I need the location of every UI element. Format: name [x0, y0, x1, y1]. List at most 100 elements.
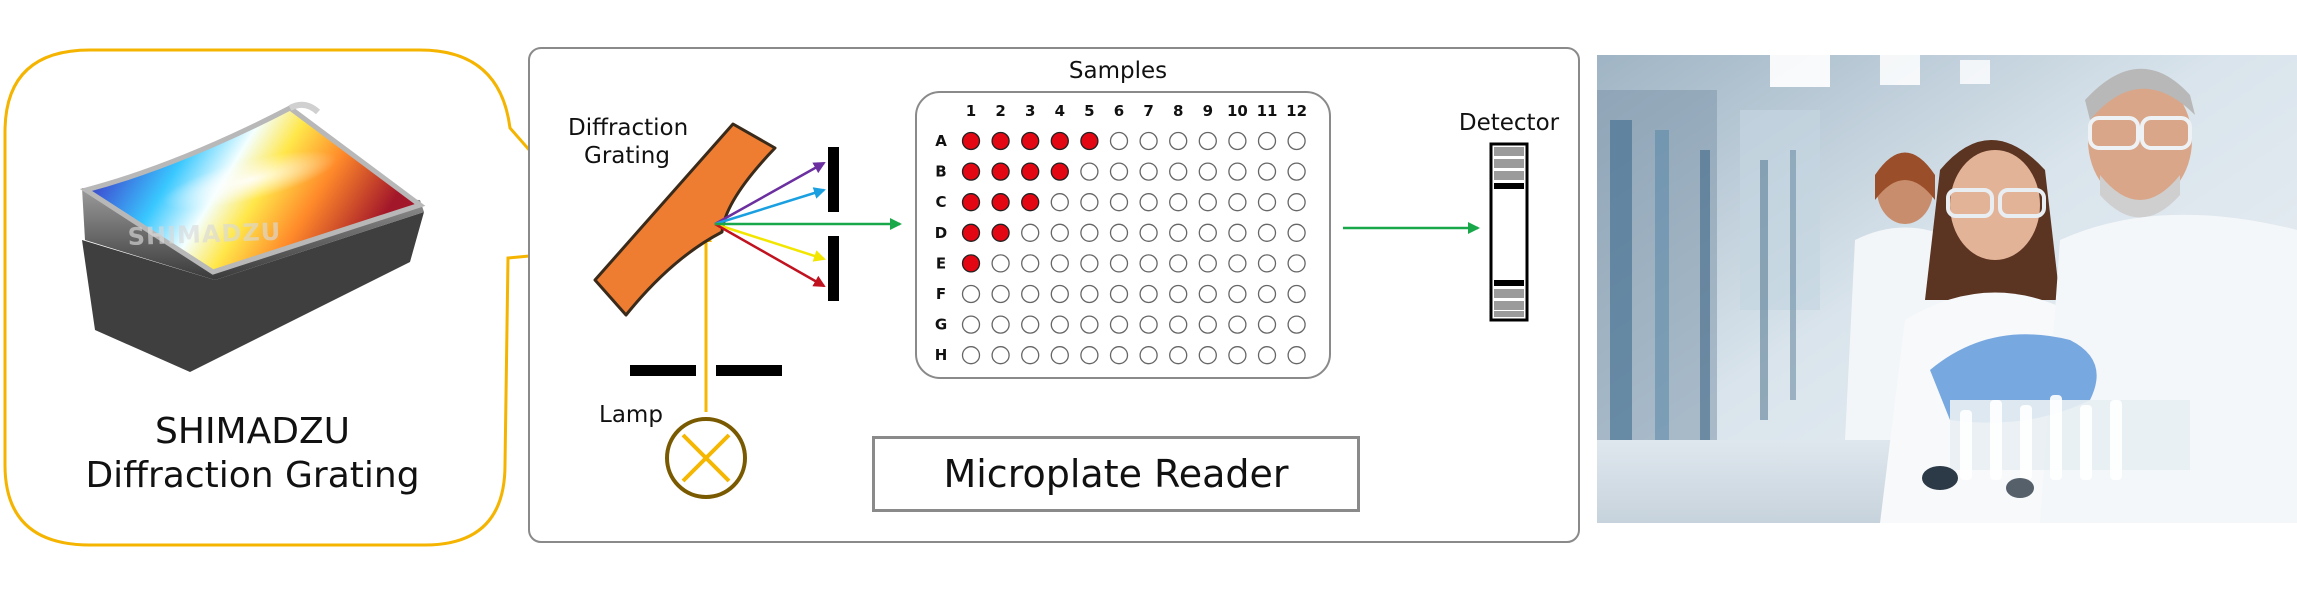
well-B5	[1080, 162, 1099, 181]
diffraction-label: Diffraction	[568, 115, 688, 141]
exit-slit-top	[828, 147, 839, 212]
well-E12	[1287, 254, 1306, 273]
well-C1	[961, 193, 981, 212]
well-C10	[1228, 193, 1247, 212]
well-H2	[991, 346, 1010, 365]
well-A2	[991, 131, 1010, 151]
well-D2	[991, 223, 1010, 242]
column-label-10: 10	[1227, 102, 1248, 120]
well-D5	[1080, 223, 1099, 242]
well-D7	[1139, 223, 1158, 242]
well-G11	[1257, 315, 1277, 334]
row-label-F: F	[936, 285, 946, 303]
entrance-slit-left	[630, 365, 696, 376]
well-A6	[1109, 131, 1129, 151]
well-B9	[1198, 162, 1217, 181]
well-C2	[991, 193, 1010, 212]
grating-photo: SHIMADZU	[79, 101, 426, 372]
well-A11	[1257, 131, 1277, 151]
well-E7	[1139, 254, 1158, 273]
well-E8	[1169, 254, 1188, 273]
well-F7	[1139, 284, 1158, 304]
well-C12	[1287, 193, 1306, 212]
well-B2	[991, 162, 1010, 181]
well-E2	[991, 254, 1010, 273]
well-C5	[1080, 193, 1099, 212]
row-label-H: H	[935, 346, 948, 364]
well-F5	[1080, 284, 1099, 304]
well-G7	[1139, 315, 1158, 334]
well-H12	[1287, 346, 1306, 365]
well-H11	[1257, 346, 1277, 365]
laboratory-photo	[1597, 55, 2297, 523]
well-B4	[1050, 162, 1069, 181]
well-E10	[1228, 254, 1247, 273]
well-F6	[1109, 284, 1129, 304]
row-label-G: G	[935, 316, 947, 334]
grating-caption: SHIMADZU Diffraction Grating	[20, 410, 485, 498]
well-F11	[1257, 284, 1277, 304]
well-H3	[1021, 346, 1040, 365]
well-D11	[1257, 223, 1277, 242]
well-B3	[1021, 162, 1040, 181]
row-label-A: A	[935, 132, 947, 150]
well-B7	[1139, 162, 1158, 181]
well-G10	[1228, 315, 1247, 334]
ray-red	[714, 222, 826, 288]
well-D1	[961, 223, 981, 242]
row-label-C: C	[935, 193, 946, 211]
well-H4	[1050, 346, 1069, 365]
well-C4	[1050, 193, 1069, 212]
well-D12	[1287, 223, 1306, 242]
well-F3	[1021, 284, 1040, 304]
well-D3	[1021, 223, 1040, 242]
ray-yellow	[714, 222, 826, 262]
well-G2	[991, 315, 1010, 334]
well-E5	[1080, 254, 1099, 273]
column-label-6: 6	[1114, 102, 1124, 120]
well-C7	[1139, 193, 1158, 212]
column-label-12: 12	[1286, 102, 1307, 120]
well-A9	[1198, 131, 1217, 151]
well-B8	[1169, 162, 1188, 181]
well-A7	[1139, 131, 1158, 151]
grating-caption-line1: SHIMADZU	[155, 411, 350, 452]
well-A8	[1169, 131, 1188, 151]
row-label-D: D	[935, 224, 947, 242]
column-label-4: 4	[1055, 102, 1065, 120]
well-C11	[1257, 193, 1277, 212]
grating-brand-text: SHIMADZU	[127, 218, 281, 251]
well-H10	[1228, 346, 1247, 365]
well-A10	[1228, 131, 1247, 151]
well-F10	[1228, 284, 1247, 304]
microplate-reader-text: Microplate Reader	[943, 452, 1289, 496]
grating-label: Grating	[584, 143, 670, 169]
microplate-reader-label: Microplate Reader	[872, 436, 1360, 512]
well-C9	[1198, 193, 1217, 212]
well-H7	[1139, 346, 1158, 365]
well-G1	[961, 315, 981, 334]
well-C8	[1169, 193, 1188, 212]
column-label-3: 3	[1025, 102, 1035, 120]
well-G8	[1169, 315, 1188, 334]
well-B10	[1228, 162, 1247, 181]
well-C3	[1021, 193, 1040, 212]
well-G9	[1198, 315, 1217, 334]
detector-icon	[1489, 142, 1529, 322]
grating-caption-line2: Diffraction Grating	[85, 455, 420, 496]
lamp-icon	[665, 417, 747, 499]
well-F12	[1287, 284, 1306, 304]
well-E6	[1109, 254, 1129, 273]
well-A4	[1050, 131, 1069, 151]
well-A12	[1287, 131, 1306, 151]
detector-label: Detector	[1459, 110, 1560, 136]
row-label-E: E	[936, 254, 946, 272]
column-label-5: 5	[1084, 102, 1094, 120]
well-A1	[961, 131, 981, 151]
well-H1	[961, 346, 981, 365]
lamp-label: Lamp	[599, 402, 663, 428]
exit-slit-bottom	[828, 236, 839, 301]
well-B12	[1287, 162, 1306, 181]
